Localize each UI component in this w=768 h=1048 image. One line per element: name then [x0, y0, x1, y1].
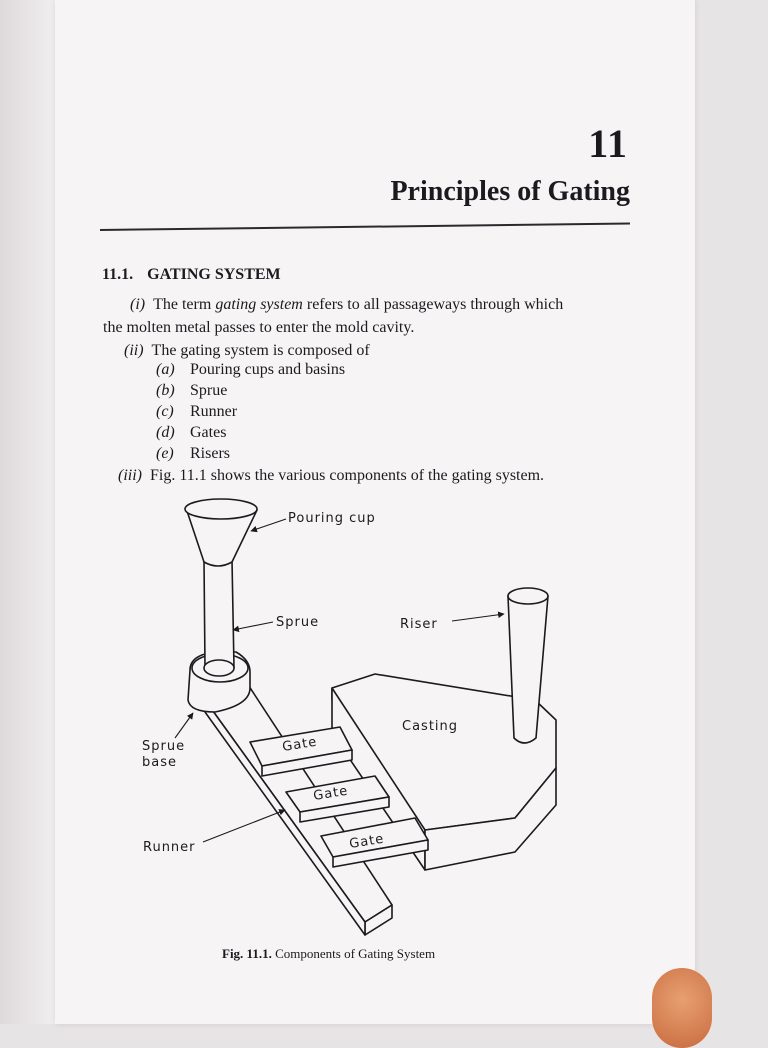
pouring-cup-label: Pouring cup [288, 511, 376, 526]
casting-label: Casting [402, 719, 458, 734]
list-item-marker: (d) [156, 424, 175, 441]
figure-caption-label: Fig. 11.1. [222, 946, 272, 961]
chapter-number: 11 [588, 121, 628, 166]
list-item: (b) Sprue [156, 382, 227, 400]
paragraph-ii-text: The gating system is composed of [151, 342, 370, 359]
runner-leader [202, 809, 286, 843]
sprue-label: Sprue [276, 615, 319, 630]
gate-label: Gate [281, 735, 318, 755]
section-title: GATING SYSTEM [147, 266, 281, 283]
section-heading: 11.1. GATING SYSTEM [102, 266, 281, 284]
sprue-leader [232, 621, 274, 633]
list-item: (a) Pouring cups and basins [156, 361, 345, 379]
list-item-marker: (e) [156, 445, 174, 462]
paragraph-ii-marker: (ii) [124, 342, 144, 359]
gate-block [249, 726, 353, 777]
riser-leader [451, 611, 505, 622]
list-item-marker: (c) [156, 403, 174, 420]
riser-label: Riser [400, 617, 438, 632]
list-item-label: Sprue [190, 382, 228, 399]
gate-label: Gate [312, 784, 349, 804]
sprue-base-leader [174, 712, 194, 739]
list-item-label: Gates [190, 424, 227, 441]
pouring-cup [184, 498, 258, 567]
paragraph-i-marker: (i) [130, 296, 146, 313]
list-item-marker: (a) [156, 361, 175, 378]
list-item-marker: (b) [156, 382, 175, 399]
sprue-base-label-line2: base [142, 755, 177, 770]
paragraph-iii-text: Fig. 11.1 shows the various components o… [150, 467, 545, 484]
figure-caption-text: Components of Gating System [275, 946, 436, 961]
list-item: (d) Gates [156, 424, 226, 442]
paragraph-i-line2: the molten metal passes to enter the mol… [103, 319, 415, 336]
gating-system-figure: Pouring cup Sprue Riser Casting Sprue ba… [142, 498, 557, 936]
list-item: (e) Risers [156, 445, 230, 463]
page-gutter [0, 0, 62, 1024]
list-item-label: Pouring cups and basins [190, 361, 346, 378]
list-item: (c) Runner [156, 403, 237, 421]
paragraph-i: (i) The term gating system refers to all… [130, 295, 563, 315]
riser [507, 587, 549, 744]
paragraph-i-text-a: The term [153, 296, 216, 313]
paragraph-iii: (iii) Fig. 11.1 shows the various compon… [118, 466, 544, 486]
list-item-label: Runner [190, 403, 238, 420]
gate-block [285, 775, 390, 823]
gate-label: Gate [348, 832, 385, 852]
paragraph-ii: (ii) The gating system is composed of [124, 341, 370, 361]
gate-block [320, 817, 429, 868]
pouring-cup-leader [250, 518, 287, 533]
paragraph-iii-marker: (iii) [118, 467, 142, 484]
chapter-title: Principles of Gating [390, 176, 630, 207]
sprue [203, 559, 235, 677]
paragraph-i-text-b: refers to all passageways through which [302, 296, 564, 313]
thumb-edge [652, 968, 712, 1048]
list-item-label: Risers [190, 445, 230, 462]
paragraph-i-term: gating system [215, 296, 303, 313]
runner-label: Runner [143, 840, 196, 855]
sprue-base-label-line1: Sprue [142, 739, 185, 754]
section-number: 11.1. [102, 266, 134, 283]
figure-caption: Fig. 11.1. Components of Gating System [222, 946, 435, 962]
